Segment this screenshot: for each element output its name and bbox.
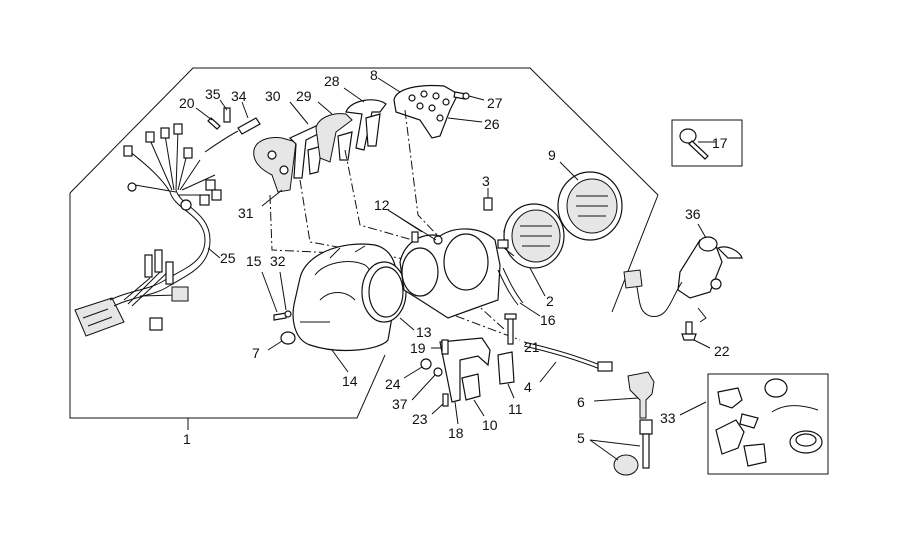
cable-4	[523, 341, 613, 383]
ignition-switch-36	[623, 223, 743, 317]
callout-15: 15	[246, 253, 262, 269]
callout-7: 7	[252, 345, 260, 361]
grommet-7	[267, 331, 296, 351]
bezel-ring-13	[361, 261, 415, 331]
sensor-5	[589, 419, 653, 476]
lens-28	[343, 87, 387, 151]
callout-1: 1	[183, 431, 191, 447]
callout-31: 31	[238, 205, 254, 221]
callout-13: 13	[416, 324, 432, 340]
callout-26: 26	[484, 116, 500, 132]
callout-10: 10	[482, 417, 498, 433]
callout-36: 36	[685, 206, 701, 222]
bolt-3	[483, 188, 493, 211]
cable-16	[497, 267, 541, 317]
lens-30	[288, 101, 324, 179]
callout-17: 17	[712, 135, 728, 151]
callout-35: 35	[205, 86, 221, 102]
bulb-holder-31	[253, 137, 297, 207]
screw-15	[261, 271, 287, 321]
callout-12: 12	[374, 197, 390, 213]
callout-6: 6	[577, 394, 585, 410]
callout-4: 4	[524, 379, 532, 395]
washer-32	[279, 271, 292, 318]
lens-29	[315, 101, 353, 163]
callout-5: 5	[577, 430, 585, 446]
leader-25	[207, 247, 221, 259]
callout-37: 37	[392, 396, 408, 412]
callout-labels: 1 2 3 4 5 6 7 8 9 10 11 12 13 14 15 16 1…	[179, 67, 730, 447]
gauge-9	[557, 161, 623, 241]
callout-16: 16	[540, 312, 556, 328]
screw-35	[219, 99, 231, 123]
callout-19: 19	[410, 340, 426, 356]
assembly-lines	[269, 109, 521, 341]
key-17-box	[671, 119, 743, 167]
callout-2: 2	[546, 293, 554, 309]
wiring-harness	[74, 123, 222, 337]
callout-23: 23	[412, 411, 428, 427]
callout-33: 33	[660, 410, 676, 426]
callout-18: 18	[448, 425, 464, 441]
callout-30: 30	[265, 88, 281, 104]
callout-25: 25	[220, 250, 236, 266]
bracket-plate-8	[377, 77, 459, 139]
screw-27	[453, 91, 485, 101]
callout-20: 20	[179, 95, 195, 111]
stud-19	[431, 339, 449, 355]
callout-14: 14	[342, 373, 358, 389]
callout-21: 21	[524, 339, 540, 355]
mounting-plate-12	[387, 209, 501, 319]
callout-29: 29	[296, 88, 312, 104]
callout-32: 32	[270, 253, 286, 269]
lock-set-33-box	[679, 373, 829, 475]
leader-26	[447, 117, 483, 123]
callout-22: 22	[714, 343, 730, 359]
screw-23	[431, 393, 449, 415]
callout-3: 3	[482, 173, 490, 189]
bracket-10	[461, 373, 485, 417]
callout-28: 28	[324, 73, 340, 89]
sensor-6	[593, 371, 655, 419]
assembly-group-outline	[69, 67, 659, 430]
callout-8: 8	[370, 67, 378, 83]
gauge-2	[497, 203, 565, 297]
callout-11: 11	[508, 401, 523, 417]
callout-34: 34	[231, 88, 247, 104]
bracket-18	[439, 337, 491, 425]
screw-22	[681, 307, 711, 349]
nut-24	[403, 358, 432, 379]
screw-20	[195, 107, 221, 130]
sensor-34	[204, 101, 261, 153]
callout-24: 24	[385, 376, 401, 392]
callout-27: 27	[487, 95, 503, 111]
callout-9: 9	[548, 147, 556, 163]
washer-37	[411, 367, 443, 401]
bolt-21	[504, 313, 517, 345]
bracket-11	[497, 351, 515, 399]
